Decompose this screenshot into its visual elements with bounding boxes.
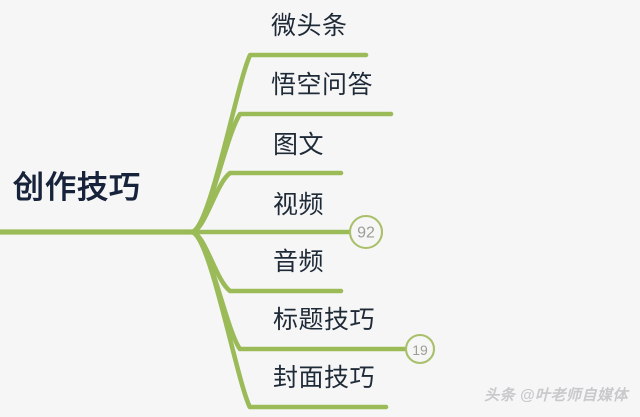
branch-node-label[interactable]: 悟空问答 xyxy=(271,71,374,99)
count-badge-value: 19 xyxy=(412,342,428,358)
badges-group: 92 19 xyxy=(348,214,436,365)
root-node-label: 创作技巧 xyxy=(13,170,141,205)
branch-node-label[interactable]: 图文 xyxy=(273,131,325,159)
branch-node-label[interactable]: 音频 xyxy=(273,248,325,276)
branch-node-label[interactable]: 微头条 xyxy=(271,12,348,40)
branch-node-label[interactable]: 标题技巧 xyxy=(273,306,376,334)
branch-paths-group xyxy=(189,52,409,410)
branch-line xyxy=(189,229,389,410)
watermark-text: 头条 @叶老师自媒体 xyxy=(484,387,628,404)
count-badge-value: 92 xyxy=(357,225,375,242)
branch-node-label[interactable]: 视频 xyxy=(273,191,325,219)
count-badge-circle[interactable] xyxy=(404,333,436,365)
branch-node-label[interactable]: 封面技巧 xyxy=(273,364,376,392)
count-badge-circle[interactable] xyxy=(348,214,384,250)
